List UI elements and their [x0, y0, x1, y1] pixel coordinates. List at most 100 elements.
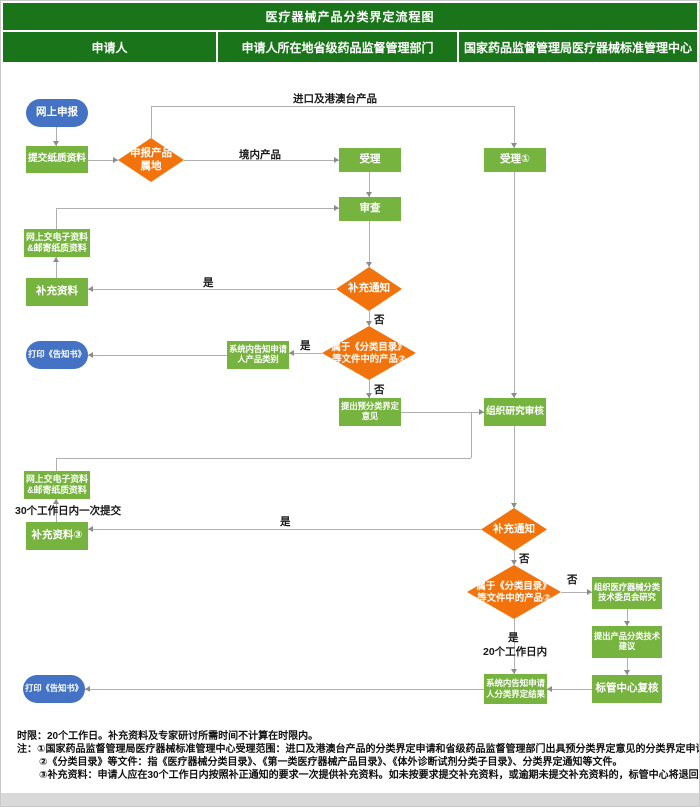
node-center-recheck: 标管中心复核 — [592, 675, 662, 703]
node-print-notice-2-label: 打印《告知书》 — [25, 683, 83, 693]
node-review: 审查 — [339, 197, 401, 221]
node-submit-paper: 提交纸质资料 — [26, 146, 88, 173]
lbl-no-1: 否 — [374, 314, 385, 326]
e-paper-to-origin-arrowhead — [113, 157, 118, 163]
e-research-to-suppl-notice2-arrowhead — [511, 503, 517, 508]
e-origin-to-accept-prov — [184, 160, 339, 161]
lbl-yes-1: 是 — [203, 277, 214, 289]
e-suppl-notice2-no-arrowhead — [511, 560, 517, 565]
e-accept-natl-to-research-arrowhead — [511, 393, 517, 398]
e-committee-to-suggestion-arrowhead — [624, 621, 630, 626]
node-online-submit-1-label: 网上交电子资料 — [26, 231, 88, 242]
e-notify-category-to-print1-arrowhead — [88, 352, 93, 358]
e-catalog1-no-arrowhead — [366, 393, 372, 398]
e-suppl-notice2-to-suppl2-arrowhead — [88, 526, 93, 532]
node-research-review-label: 组织研究审核 — [486, 405, 544, 417]
node-decision-catalog-1-label: 属于《分类目录》 — [331, 341, 407, 353]
node-accept-national-label: 受理① — [500, 153, 530, 166]
node-print-notice-1-label: 打印《告知书》 — [28, 349, 86, 359]
e-online2-merge — [471, 412, 472, 458]
bottom-gray-band — [1, 793, 699, 806]
e-accept-to-review — [369, 172, 370, 197]
e-suppl-notice1-no-arrowhead — [366, 321, 372, 326]
e-suggestion-to-recheck — [627, 658, 628, 675]
node-decision-catalog-2-label: 等文件中的产品② — [477, 592, 551, 603]
node-committee-research-label: 组织医疗器械分类 — [594, 582, 660, 592]
node-decision-origin-label: 申报产品 — [130, 146, 172, 159]
lbl-30-workdays: 30个工作日内一次提交 — [15, 505, 122, 517]
node-decision-catalog-2-label: 属于《分类目录》 — [476, 580, 552, 592]
e-review-to-suppl-notice1 — [369, 221, 370, 267]
node-decision-catalog-1-label: 等文件中的产品② — [332, 353, 406, 364]
node-notify-result-label: 人分类界定结果 — [486, 689, 545, 699]
node-online-declaration-label: 网上申报 — [36, 106, 78, 119]
e-suggestion-to-recheck-arrowhead — [624, 670, 630, 675]
e-online1-to-review-arrowhead — [334, 205, 339, 211]
node-preliminary-opinion-label: 提出预分类界定 — [341, 401, 399, 411]
e-suppl-notice1-to-suppl1-arrowhead — [88, 286, 93, 292]
e-origin-to-accept-prov-arrowhead — [334, 157, 339, 163]
e-accept-to-review-arrowhead — [366, 192, 372, 197]
node-classification-suggestion: 提出产品分类技术建议 — [592, 626, 662, 658]
node-online-submit-1: 网上交电子资料&邮寄纸质资料 — [24, 229, 90, 257]
e-notify-category-to-print1 — [88, 355, 227, 356]
e-online1-to-review — [56, 208, 57, 229]
node-online-submit-1-label: &邮寄纸质资料 — [27, 243, 87, 253]
lbl-yes-3: 是 — [280, 516, 291, 528]
lbl-no-3: 否 — [519, 553, 530, 565]
e-suppl-notice2-to-suppl2 — [88, 529, 481, 530]
node-research-review: 组织研究审核 — [484, 398, 546, 426]
node-preliminary-opinion-label: 意见 — [361, 412, 379, 421]
e-suppl1-to-online1 — [56, 257, 57, 278]
e-accept-natl-to-research — [514, 172, 515, 398]
node-notify-result-label: 系统内告知申请 — [486, 678, 545, 689]
node-decision-catalog-2: 属于《分类目录》等文件中的产品② — [467, 565, 561, 619]
lbl-domestic-products: 境内产品 — [239, 149, 281, 161]
e-recheck-to-notify-result-arrowhead — [547, 686, 552, 692]
e-suppl-notice1-to-suppl1 — [88, 289, 336, 290]
node-decision-supplement-2-label: 补充通知 — [493, 522, 535, 535]
lbl-import-products: 进口及港澳台产品 — [293, 93, 377, 105]
node-committee-research: 组织医疗器械分类技术委员会研究 — [592, 577, 662, 609]
node-committee-research-label: 技术委员会研究 — [598, 593, 656, 602]
note-line: 时限：20个工作日。补充资料及专家研讨所需时间不计算在时限内。 — [17, 731, 319, 742]
e-catalog2-no — [561, 592, 592, 593]
e-start-to-paper — [56, 127, 57, 146]
e-online2-merge — [56, 458, 57, 471]
e-catalog2-yes — [514, 619, 515, 674]
node-notify-category: 系统内告知申请人产品类别 — [227, 341, 289, 369]
node-accept-provincial: 受理 — [339, 148, 401, 172]
e-start-to-paper-arrowhead — [53, 141, 59, 146]
node-supplement-1-label: 补充资料 — [36, 285, 78, 298]
footnotes: 时限：20个工作日。补充资料及专家研讨所需时间不计算在时限内。注：①国家药品监督… — [17, 730, 700, 782]
node-notify-category-label: 系统内告知申请 — [229, 344, 287, 354]
node-decision-supplement-2: 补充通知 — [481, 508, 547, 551]
page-title: 医疗器械产品分类界定流程图 — [3, 3, 697, 30]
note-line: 注：①国家药品监督管理局医疗器械标准管理中心受理范围：进口及港澳台产品的分类界定… — [17, 744, 700, 755]
node-center-recheck-label: 标管中心复核 — [595, 682, 659, 695]
e-catalog1-yes-arrowhead — [289, 350, 294, 356]
node-review-label: 审查 — [359, 202, 381, 215]
node-decision-supplement-1: 补充通知 — [336, 267, 402, 311]
e-recheck-to-notify-result — [547, 689, 592, 690]
e-online2-merge — [56, 458, 471, 459]
node-supplement-2-label: 补充资料③ — [31, 529, 83, 542]
lbl-yes-2: 是 — [300, 340, 311, 352]
lbl-no-4: 否 — [567, 574, 578, 586]
node-online-declaration: 网上申报 — [26, 99, 88, 127]
node-print-notice-2: 打印《告知书》 — [23, 675, 85, 703]
e-notify-result-to-print2 — [85, 689, 484, 690]
e-origin-to-accept-natl — [514, 106, 515, 148]
node-notify-result: 系统内告知申请人分类界定结果 — [484, 674, 547, 704]
e-origin-to-accept-natl — [151, 106, 514, 107]
e-preliminary-to-research — [401, 412, 484, 413]
node-submit-paper-label: 提交纸质资料 — [28, 153, 86, 165]
e-catalog2-no-arrowhead — [587, 589, 592, 595]
e-suppl-notice1-no — [369, 311, 370, 326]
e-catalog1-yes — [289, 353, 322, 354]
e-online1-to-review — [56, 208, 339, 209]
node-decision-supplement-1-label: 补充通知 — [348, 282, 390, 295]
column-header-applicant: 申请人 — [3, 32, 216, 62]
e-research-to-suppl-notice2 — [514, 426, 515, 508]
